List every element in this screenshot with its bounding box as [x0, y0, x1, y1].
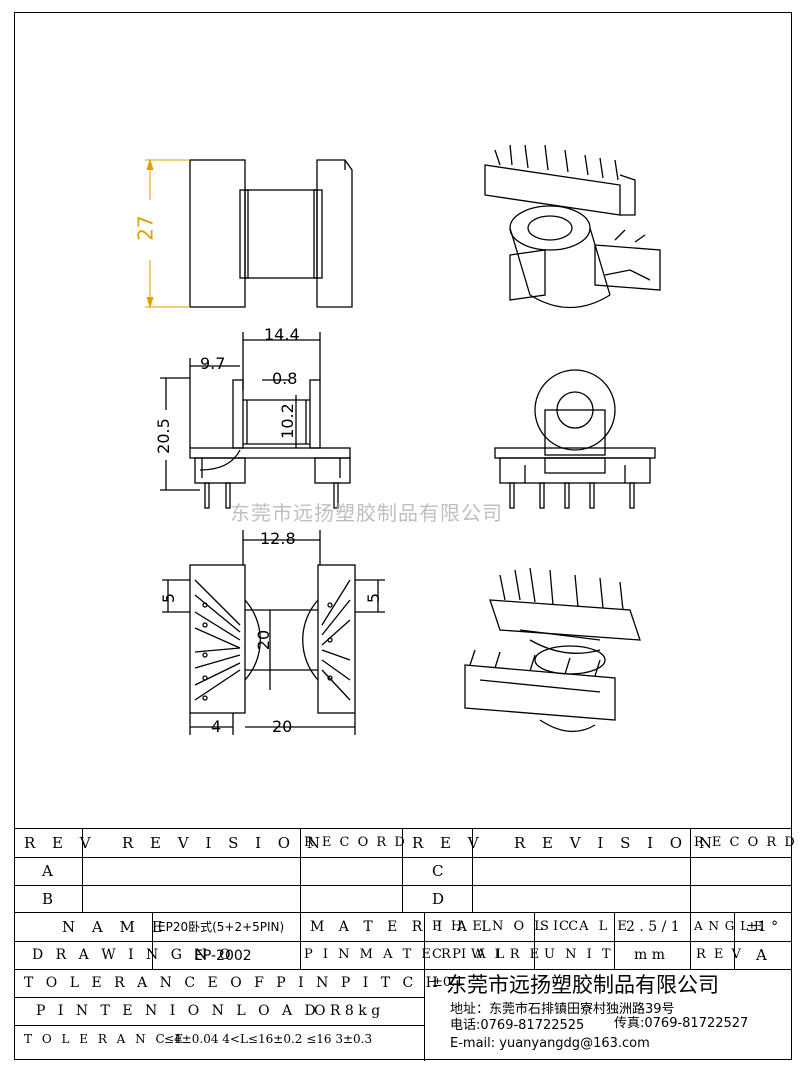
- dim-5-right: 5: [364, 592, 384, 604]
- pitch-value: ±0.1: [432, 975, 464, 990]
- side-view-top: [189, 159, 353, 308]
- rev-row-a: A: [42, 862, 53, 880]
- company-phone: 电话:0769-81722525: [450, 1018, 585, 1033]
- scale-label: S C A L E: [540, 919, 630, 934]
- record-label-left: R E C O R D: [304, 835, 407, 850]
- revision-label-left: R E V I S I O N: [122, 834, 327, 852]
- tolerance-values: ≤4±0.04 4<L≤16±0.2 ≤16 3±0.3: [164, 1032, 373, 1046]
- pin-material-value: C P W I R E: [432, 947, 543, 962]
- company-name: 东莞市远扬塑胶制品有限公司: [446, 973, 719, 997]
- dim-10-2: 10.2: [277, 403, 297, 439]
- drawing-border: [14, 12, 792, 1060]
- dim-20-5: 20.5: [153, 418, 173, 454]
- rev-label: R E V: [696, 947, 743, 962]
- unit-label: U N I T: [544, 947, 614, 962]
- pin-material-label: P I N M A T E R I A L: [304, 947, 508, 962]
- watermark: 东莞市远扬塑胶制品有限公司: [230, 501, 503, 525]
- rev-value: A: [756, 946, 767, 964]
- company-email: E-mail: yuanyangdg@163.com: [450, 1036, 650, 1051]
- rev-label-right: R E V: [412, 834, 485, 852]
- rev-row-c: C: [432, 862, 444, 880]
- dim-27: 27: [133, 215, 158, 241]
- dim-9-7: 9.7: [200, 354, 226, 373]
- pin-tension-label: P I N T E N I O N L O A D: [36, 1003, 320, 1019]
- rev-row-b: B: [42, 890, 54, 908]
- isometric-view-bottom: [464, 567, 641, 732]
- pitch-label: T O L E R A N C E O F P I N P I T C H: [24, 975, 442, 991]
- drawing-label: D R A W I N G N O: [32, 947, 235, 963]
- unit-value: m m: [634, 947, 666, 963]
- name-label: N A M E: [62, 918, 169, 936]
- dim-4: 4: [211, 717, 222, 736]
- scale-value: 2 . 5 / 1: [626, 919, 680, 935]
- front-view-right: [494, 369, 656, 509]
- material-value: P H E N O L I C: [432, 919, 582, 934]
- pin-tension-value: O R 8 k g: [314, 1003, 381, 1019]
- revision-label-right: R E V I S I O N: [514, 834, 719, 852]
- company-fax: 传真:0769-81722527: [614, 1016, 749, 1031]
- dim-5-left: 5: [159, 592, 179, 604]
- material-label: M A T E R I A L: [310, 919, 496, 935]
- dim-12-8: 12.8: [260, 529, 296, 548]
- name-value: EP20卧式(5+2+5PIN): [158, 920, 285, 934]
- top-view: [162, 530, 385, 735]
- company-address: 地址：东莞市石排镇田寮村独洲路39号: [450, 1002, 675, 1017]
- record-label-right: R E C O R D: [694, 835, 797, 850]
- revision-table: R E V R E V I S I O N R E C O R D R E V …: [14, 828, 795, 913]
- angle-value: ±1 °: [746, 919, 779, 935]
- dim-14-4: 14.4: [264, 325, 300, 344]
- drawing-value: EP-2002: [194, 948, 252, 964]
- rev-label-left: R E V: [24, 834, 97, 852]
- isometric-view-top: [484, 144, 661, 309]
- angle-label: A N G L E: [694, 919, 764, 933]
- rev-row-d: D: [432, 890, 445, 908]
- dim-20-bottom: 20: [272, 717, 293, 736]
- dim-0-8: 0.8: [272, 369, 298, 388]
- title-block: N A M E EP20卧式(5+2+5PIN) M A T E R I A L…: [14, 912, 792, 1061]
- tolerance-label: T O L E R A N C E: [24, 1032, 187, 1046]
- dim-20-mid: 20: [254, 629, 274, 651]
- technical-drawing: [145, 144, 661, 735]
- front-view: [160, 332, 351, 509]
